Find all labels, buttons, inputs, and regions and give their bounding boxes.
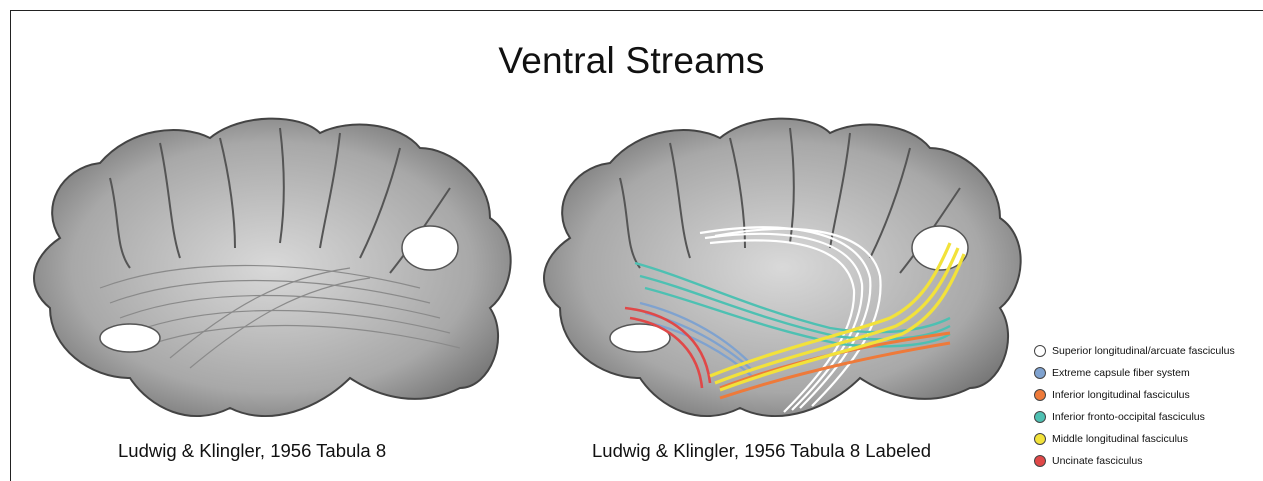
legend-label: Extreme capsule fiber system bbox=[1052, 367, 1190, 379]
legend-item: Uncinate fasciculus bbox=[1034, 450, 1263, 472]
labeled-brain-dissection-image bbox=[530, 108, 1030, 448]
legend-label: Superior longitudinal/arcuate fasciculus bbox=[1052, 345, 1235, 357]
legend-swatch-white bbox=[1034, 345, 1046, 357]
legend-swatch-red bbox=[1034, 455, 1046, 467]
legend-item: Inferior fronto-occipital fasciculus bbox=[1034, 406, 1263, 428]
legend-item: Inferior longitudinal fasciculus bbox=[1034, 384, 1263, 406]
legend-item: Middle longitudinal fasciculus bbox=[1034, 428, 1263, 450]
legend-swatch-blue bbox=[1034, 367, 1046, 379]
legend-label: Inferior longitudinal fasciculus bbox=[1052, 389, 1190, 401]
legend-item: Superior longitudinal/arcuate fasciculus bbox=[1034, 340, 1263, 362]
caption-right: Ludwig & Klingler, 1956 Tabula 8 Labeled bbox=[592, 440, 931, 462]
legend-label: Uncinate fasciculus bbox=[1052, 455, 1142, 467]
legend-item: Extreme capsule fiber system bbox=[1034, 362, 1263, 384]
legend-label: Inferior fronto-occipital fasciculus bbox=[1052, 411, 1205, 423]
legend-swatch-yellow bbox=[1034, 433, 1046, 445]
legend-swatch-teal bbox=[1034, 411, 1046, 423]
legend: Superior longitudinal/arcuate fasciculus… bbox=[1034, 340, 1263, 472]
brain-dissection-image bbox=[20, 108, 520, 448]
legend-label: Middle longitudinal fasciculus bbox=[1052, 433, 1188, 445]
legend-swatch-orange bbox=[1034, 389, 1046, 401]
figure-title: Ventral Streams bbox=[0, 40, 1263, 82]
caption-left: Ludwig & Klingler, 1956 Tabula 8 bbox=[118, 440, 386, 462]
